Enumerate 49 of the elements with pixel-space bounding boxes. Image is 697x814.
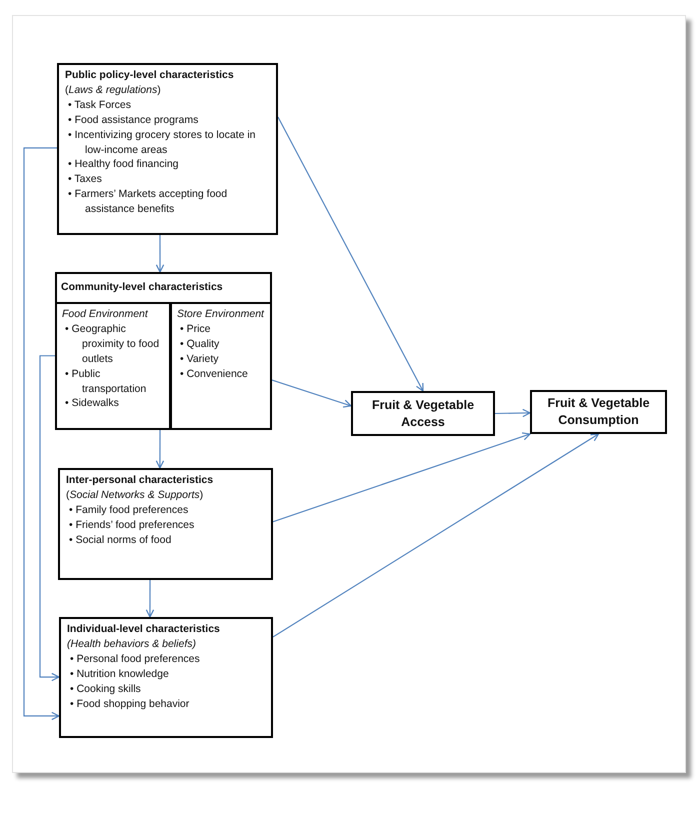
bullet-item: • Public transportation [65, 366, 148, 396]
bullet-item: • Taxes [68, 172, 103, 188]
arrow [278, 116, 424, 392]
bullet-item: • Geographic proximity to food outlets [65, 322, 160, 367]
arrow [146, 580, 154, 618]
arrow [156, 235, 164, 273]
bullet-item: • Sidewalks [65, 396, 120, 412]
bullet-item: • Quality [180, 336, 220, 352]
box-subtitle: (Health behaviors & beliefs) [67, 636, 197, 652]
arrow [23, 147, 60, 720]
environment-panel [55, 302, 171, 430]
bullet-item: • Friends’ food preferences [69, 518, 196, 533]
bullet-item: • Task Forces [68, 98, 132, 113]
level-box [57, 63, 278, 235]
bullet-item: • Food assistance programs [68, 112, 200, 128]
bullet-item: • Nutrition knowledge [70, 666, 170, 682]
outcome-box [351, 391, 495, 436]
arrow [272, 433, 600, 638]
bullet-item: • Healthy food financing [68, 157, 180, 172]
box-heading: Public policy-level characteristics [65, 68, 235, 83]
box-heading: Individual-level characteristics [67, 622, 221, 637]
bullet-item: • Food shopping behavior [70, 696, 190, 712]
box-subtitle: Store Environment [177, 307, 266, 322]
bullet-item: • Convenience [180, 366, 249, 382]
bullet-item: • Family food preferences [69, 502, 190, 518]
bullet-item: • Price [180, 322, 212, 337]
bullet-item: • Incentivizing grocery stores to locate in low-income areas [68, 128, 257, 158]
level-box [55, 272, 272, 430]
arrow [272, 380, 352, 408]
box-heading: Community-level characteristics [61, 280, 224, 295]
arrow [39, 355, 60, 682]
box-subtitle: (Laws & regulations) [65, 82, 162, 98]
arrow [272, 432, 531, 522]
box-heading: Inter-personal characteristics [66, 473, 214, 488]
bullet-item: • Farmers’ Markets accepting food assistance benefits [68, 187, 228, 218]
bullet-item: • Cooking skills [70, 682, 142, 697]
box-subtitle: (Social Networks & Supports) [66, 488, 204, 503]
bullet-item: • Personal food preferences [70, 652, 201, 667]
level-box [59, 617, 273, 738]
arrow [495, 408, 531, 418]
outcome-label: Fruit & Vegetable Consumption [546, 395, 651, 429]
environment-panel [170, 302, 272, 430]
outcome-box [530, 390, 667, 434]
bullet-item: • Variety [180, 352, 220, 367]
bullet-item: • Social norms of food [69, 532, 172, 548]
box-subtitle: Food Environment [62, 307, 150, 322]
outcome-label: Fruit & Vegetable Access [370, 396, 476, 430]
level-box [58, 468, 273, 580]
arrow [156, 430, 164, 469]
